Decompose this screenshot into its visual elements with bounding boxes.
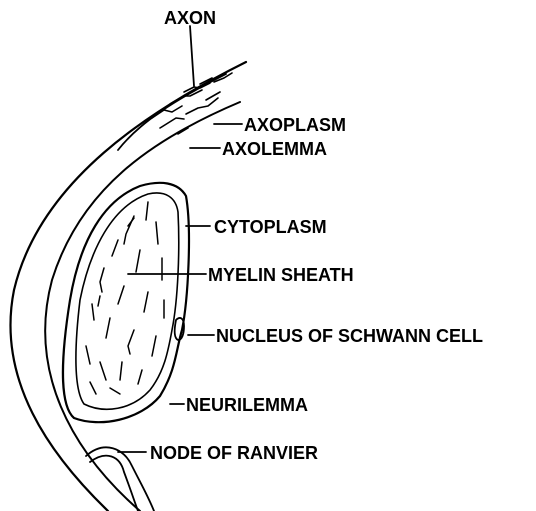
myelin-stroke [138,370,142,384]
label-node-of-ranvier: NODE OF RANVIER [150,443,318,463]
myelin-stroke [118,286,124,304]
node-line-1 [86,447,154,511]
axoplasm-stroke [160,118,184,128]
label-neurilemma: NEURILEMMA [186,395,308,415]
myelin-stroke [100,362,106,380]
label-cytoplasm: CYTOPLASM [214,217,327,237]
labels: AXON AXOPLASM AXOLEMMA CYTOPLASM MYELIN … [150,8,483,463]
label-myelin-sheath: MYELIN SHEATH [208,265,354,285]
leader-lines [118,26,242,452]
label-axoplasm: AXOPLASM [244,115,346,135]
label-nucleus: NUCLEUS OF SCHWANN CELL [216,326,483,346]
myelin-texture [86,202,164,394]
myelin-stroke [120,362,122,380]
myelin-stroke [98,296,100,306]
label-axolemma: AXOLEMMA [222,139,327,159]
axoplasm-stroke [186,98,218,114]
myelin-stroke [128,218,134,226]
myelin-stroke [106,318,110,338]
myelin-stroke [86,346,90,364]
myelin-stroke [156,222,158,244]
axoplasm-stroke [184,83,210,92]
label-axon: AXON [164,8,216,28]
myelin-stroke [100,268,104,292]
myelin-stroke [128,330,134,354]
myelin-stroke [92,304,94,320]
axoplasm-stroke [170,90,202,104]
myelin-stroke [112,240,118,256]
myelin-stroke [90,382,96,394]
myelin-stroke [136,250,140,272]
myelin-stroke [144,292,148,312]
myelin-stroke [146,202,148,220]
myelin-stroke [152,336,156,356]
axon-leader [190,26,194,86]
myelin-stroke [110,388,120,394]
